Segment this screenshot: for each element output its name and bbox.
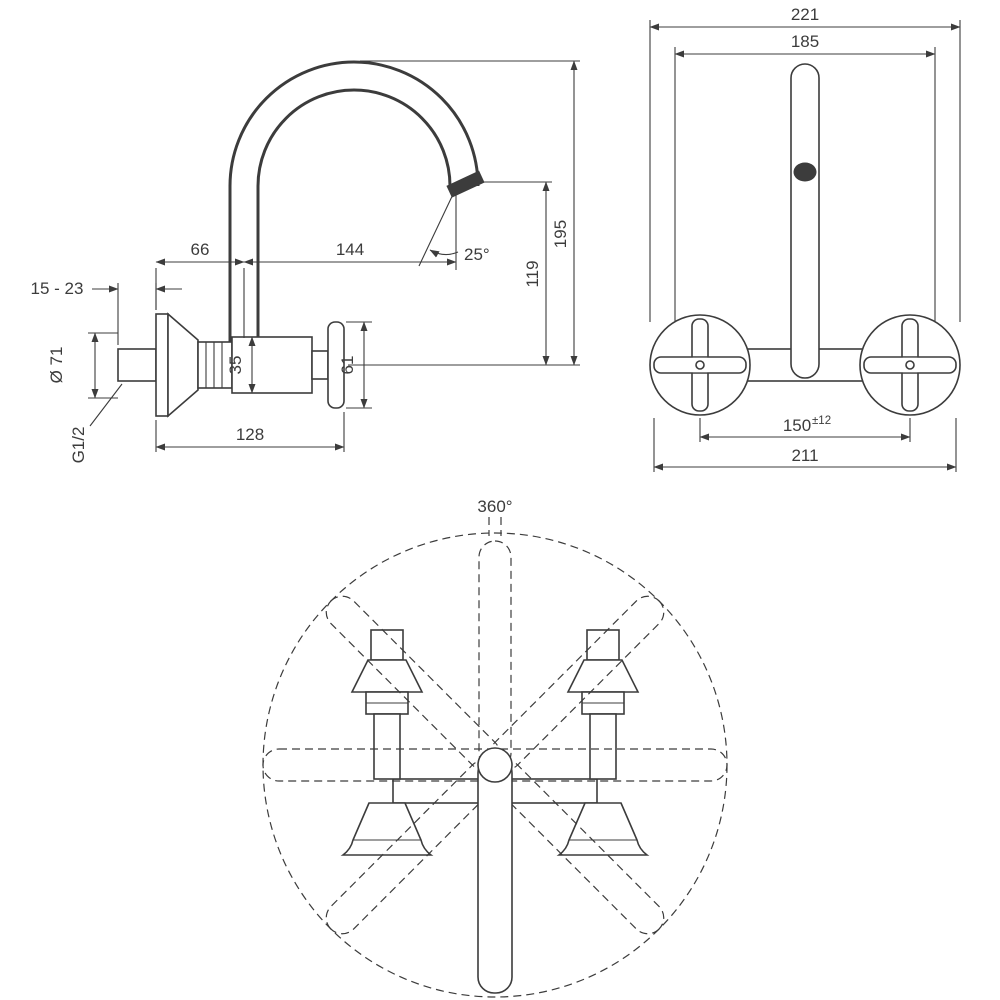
escutcheon-flange [155, 313, 169, 417]
right-handle-front [859, 314, 961, 416]
escutcheon-cone [167, 312, 199, 418]
spout-bore [231, 63, 477, 349]
dim-flange-diameter-label: Ø 71 [47, 347, 66, 384]
escutcheon-skirt [340, 802, 434, 856]
dim-150: 150 ±12 [699, 415, 911, 442]
dim-144-label: 144 [336, 240, 364, 259]
dim-66-label: 66 [191, 240, 210, 259]
front-view: 221 185 150 ±12 211 [649, 5, 961, 472]
handle-cone [350, 659, 424, 693]
dim-thread: G1/2 [69, 383, 123, 464]
wall-connection-stub [117, 348, 157, 382]
left-valve-top [340, 629, 434, 856]
dim-195-label: 195 [551, 220, 570, 248]
dim-61-label: 61 [338, 356, 357, 375]
spout-front [790, 63, 820, 379]
cross-center [695, 360, 705, 370]
leader-line [89, 383, 123, 427]
cross-handle-side [327, 321, 345, 409]
dim-144: 144 [243, 186, 457, 270]
spout-pivot [477, 747, 513, 783]
dim-thread-label: G1/2 [69, 427, 88, 464]
side-view: 15 - 23 Ø 71 G1/2 66 144 [31, 60, 580, 464]
dim-185-label: 185 [791, 32, 819, 51]
spout-position-up [478, 540, 512, 770]
dim-66: 66 [155, 240, 245, 338]
dim-119-label: 119 [523, 260, 542, 287]
dim-35-label: 35 [226, 356, 245, 375]
spout-outlet-front [793, 162, 817, 182]
flow-direction-line [418, 187, 457, 267]
dim-221: 221 [649, 5, 961, 322]
dim-195: 195 [348, 60, 580, 366]
dim-185: 185 [674, 32, 936, 322]
handle-neck [311, 350, 329, 380]
dim-150-tolerance-label: ±12 [812, 415, 831, 427]
spout-top-view [477, 756, 513, 994]
right-valve-top [558, 629, 648, 856]
dim-211-label: 211 [791, 446, 818, 465]
dim-61: 61 [338, 321, 372, 409]
dim-128: 128 [155, 412, 345, 452]
dim-angle-label: 25° [464, 245, 490, 264]
left-handle-front [649, 314, 751, 416]
dim-150-label: 150 [783, 416, 811, 435]
dim-35: 35 [226, 336, 256, 394]
dim-211: 211 [653, 418, 957, 472]
valve-body-hub [231, 336, 313, 394]
dim-flange-diameter: Ø 71 [47, 332, 118, 399]
top-view: 360° [262, 497, 728, 998]
dim-spout-angle: 25° [418, 187, 490, 267]
dim-119: 119 [472, 181, 552, 366]
cross-center [905, 360, 915, 370]
dim-rotation-label: 360° [477, 497, 512, 516]
valve-stem [373, 713, 401, 780]
angle-arc [429, 249, 459, 258]
dim-wall-depth-label: 15 - 23 [31, 279, 84, 298]
dim-221-label: 221 [791, 5, 819, 24]
dim-128-label: 128 [236, 425, 264, 444]
